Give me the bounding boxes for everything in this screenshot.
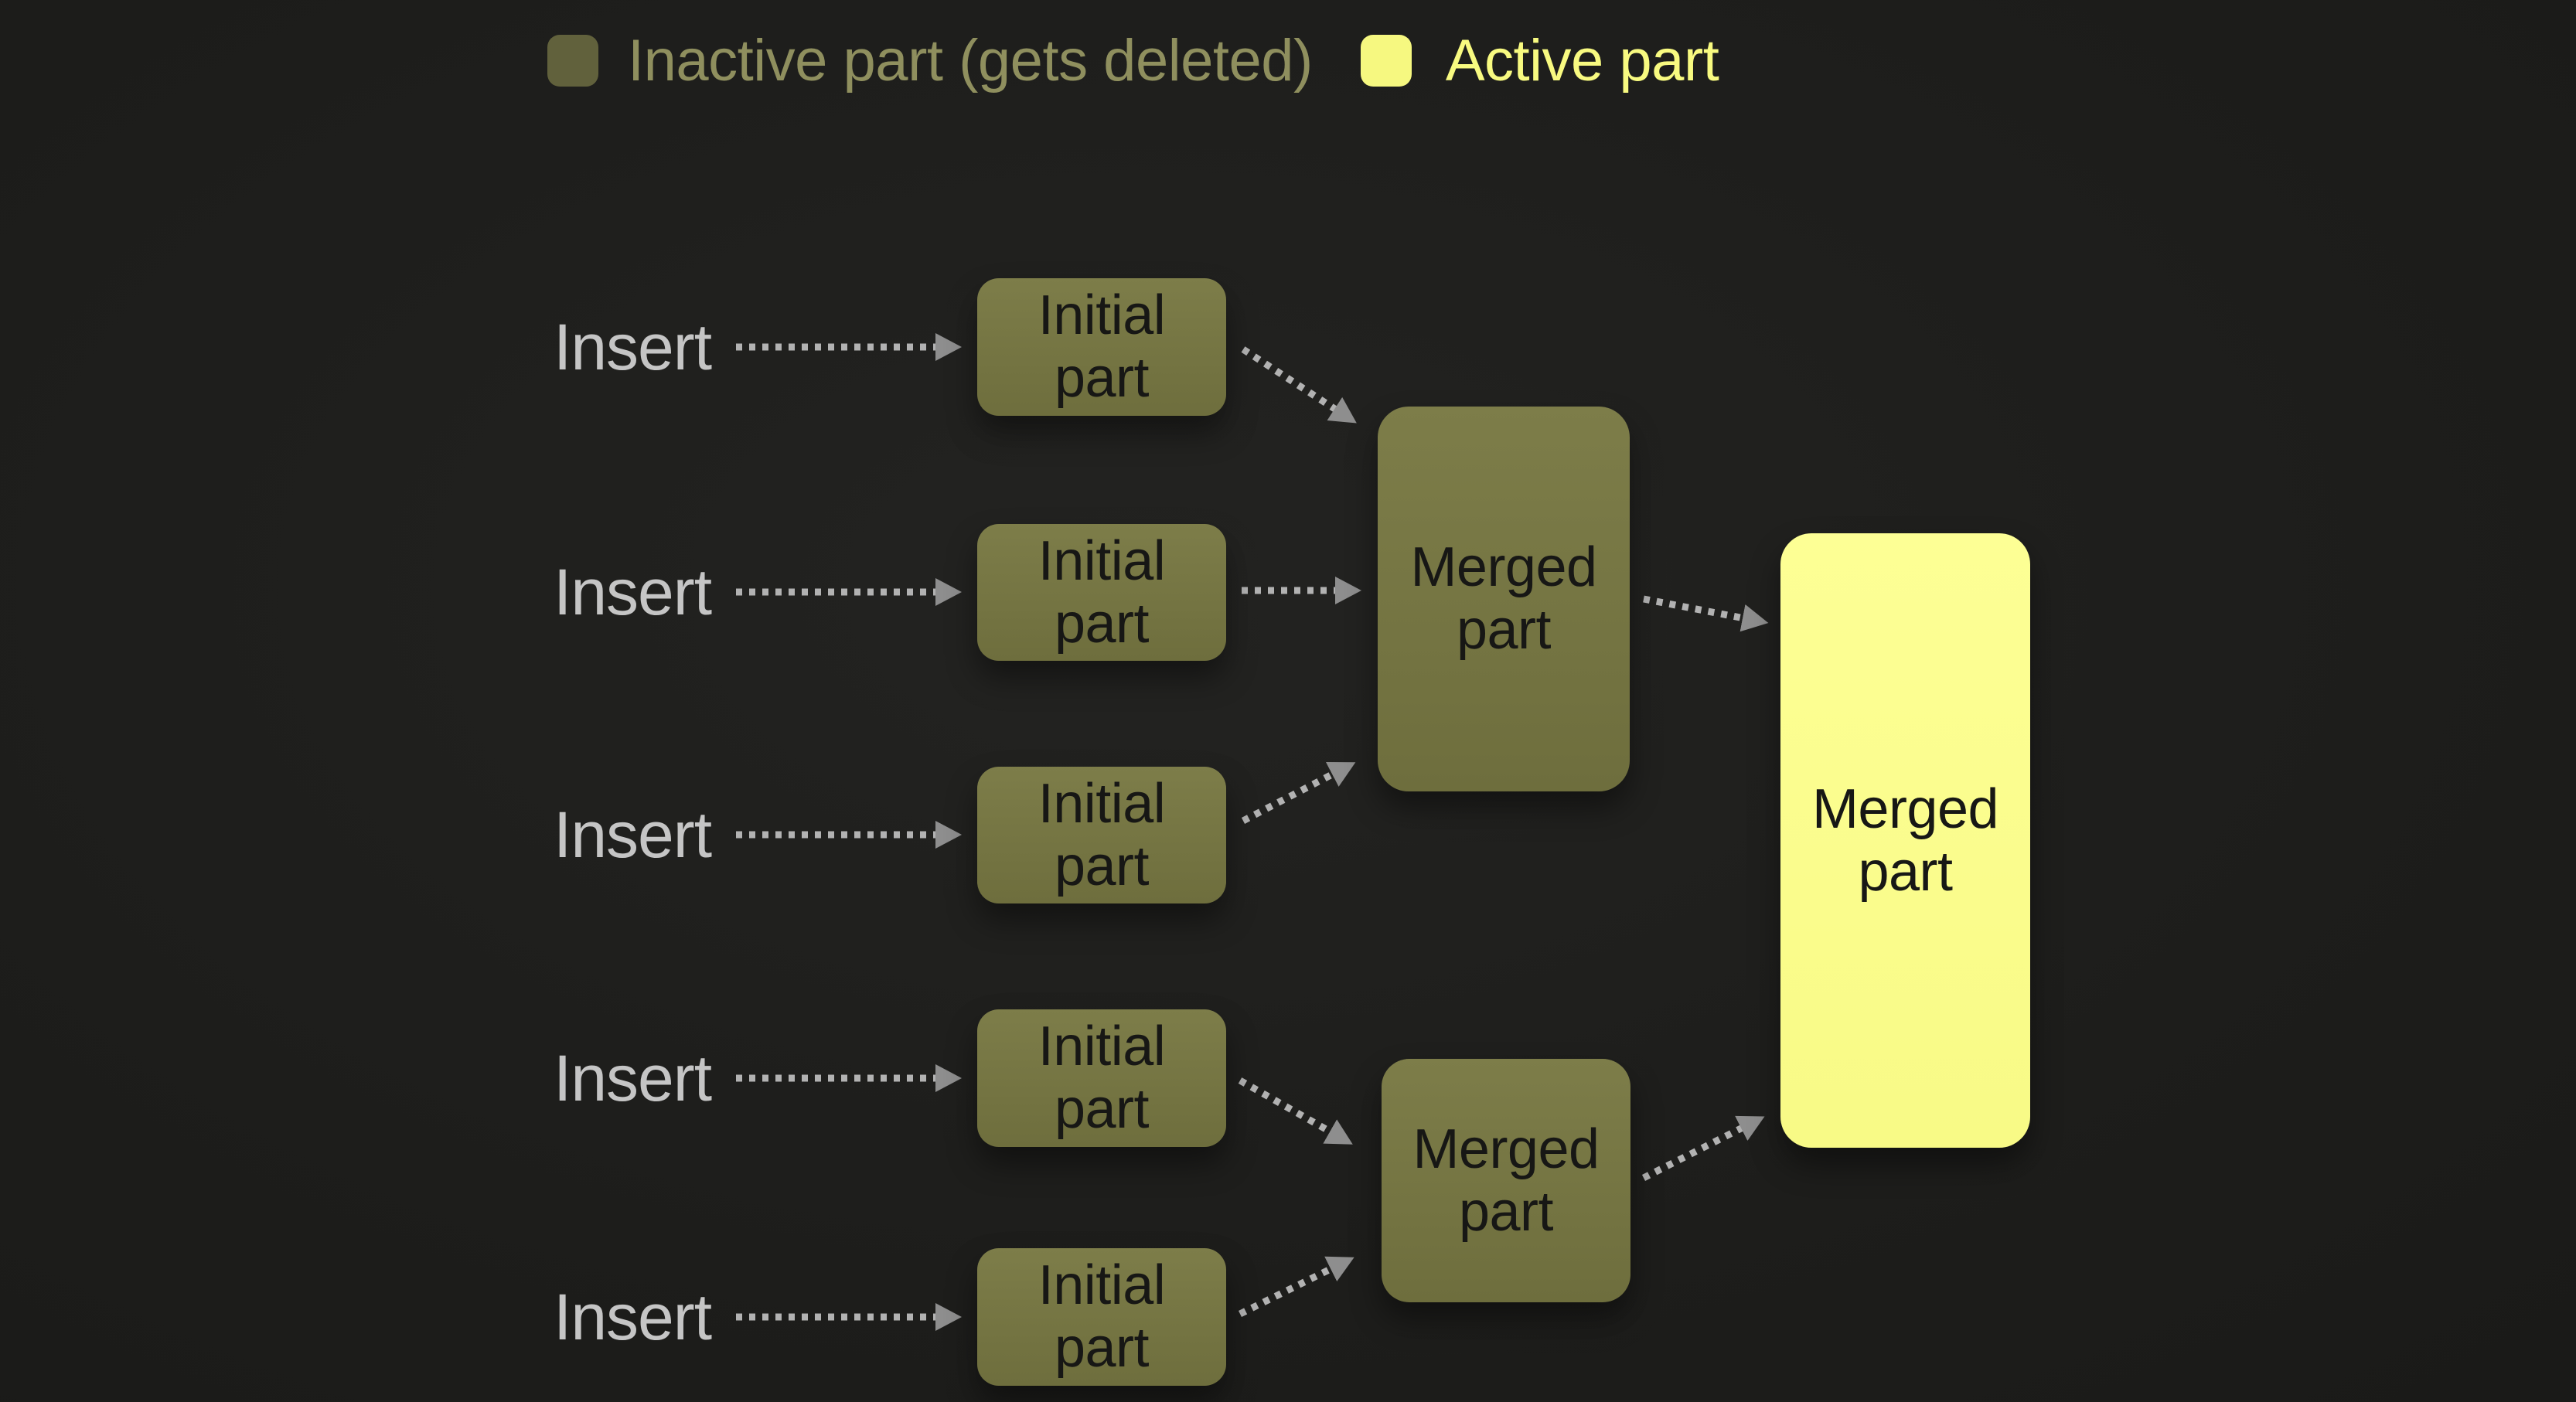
initial-part-label-4: Initial part	[1038, 1016, 1166, 1140]
arrow-initial5-to-merged2	[1239, 1256, 1354, 1318]
arrow-merged2-to-final	[1641, 1115, 1765, 1182]
legend-active-label: Active part	[1445, 27, 1719, 94]
merged-part-final-label: Merged part	[1811, 778, 1999, 903]
active-part-swatch-icon	[1360, 34, 1412, 87]
merged-part-label-1: Merged part	[1410, 536, 1597, 661]
initial-part-label-5: Initial part	[1038, 1254, 1166, 1379]
arrow-initial4-to-merged2	[1238, 1077, 1353, 1145]
arrow-initial3-to-merged1	[1241, 761, 1356, 824]
legend: Inactive part (gets deleted) Active part	[547, 28, 1719, 94]
initial-part-box-2: Initial part	[977, 524, 1226, 661]
legend-inactive-label: Inactive part (gets deleted)	[628, 27, 1313, 94]
inactive-part-swatch-icon	[547, 34, 598, 87]
initial-part-label-3: Initial part	[1038, 772, 1166, 897]
merged-part-box-1: Merged part	[1378, 407, 1630, 791]
insert-label-4: Insert	[554, 1042, 712, 1114]
arrow-initial1-to-merged1	[1241, 346, 1357, 424]
insert-label-3: Insert	[554, 798, 712, 871]
insert-label-2: Insert	[554, 556, 712, 628]
initial-part-label-2: Initial part	[1038, 529, 1166, 655]
initial-part-box-1: Initial part	[977, 278, 1226, 416]
initial-part-box-3: Initial part	[977, 767, 1226, 903]
arrow-merged1-to-final	[1643, 595, 1769, 632]
merged-part-box-2: Merged part	[1382, 1059, 1630, 1302]
merged-part-final-box: Merged part	[1780, 533, 2030, 1148]
merged-part-label-2: Merged part	[1412, 1118, 1600, 1243]
initial-part-box-5: Initial part	[977, 1248, 1226, 1386]
insert-label-1: Insert	[554, 311, 712, 383]
initial-part-label-1: Initial part	[1038, 284, 1166, 409]
insert-label-5: Insert	[554, 1281, 712, 1353]
initial-part-box-4: Initial part	[977, 1009, 1226, 1147]
